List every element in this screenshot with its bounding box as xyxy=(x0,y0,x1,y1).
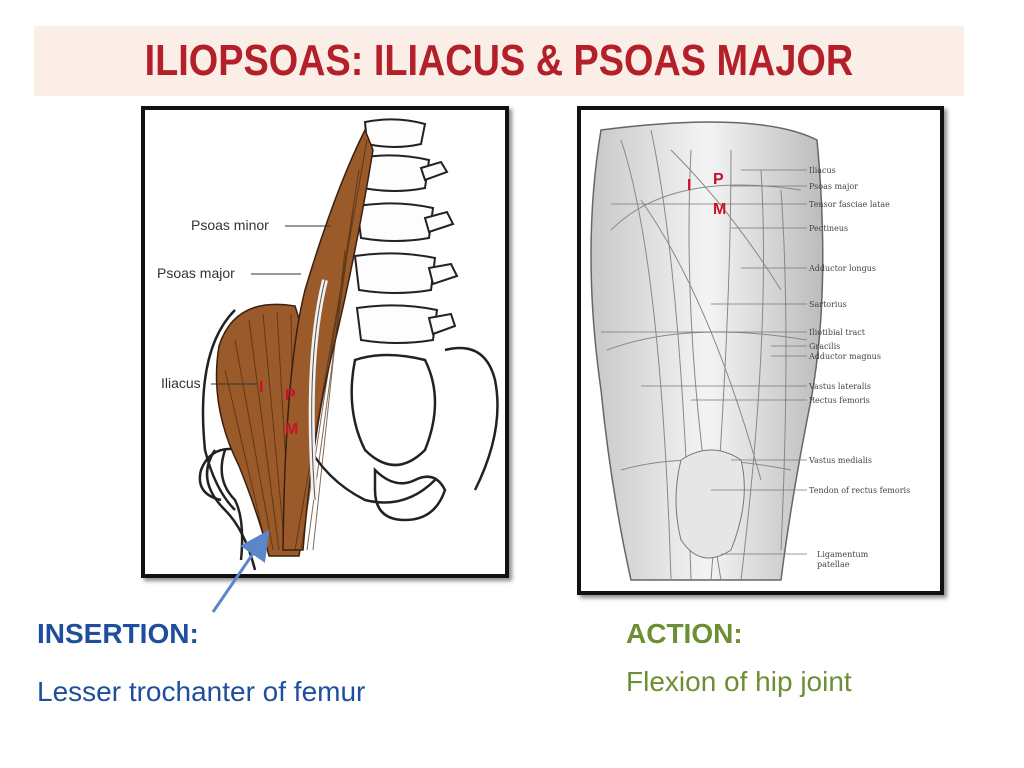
mark-m: M xyxy=(285,421,298,438)
label-psoas-minor: Psoas minor xyxy=(191,217,331,233)
lumbar-vertebrae xyxy=(353,118,459,344)
label-vastus-lateralis: Vastus lateralis xyxy=(808,382,871,391)
thigh-muscle-drawing xyxy=(590,121,824,581)
label-rectus-femoris: Rectus femoris xyxy=(809,396,870,405)
label-gracilis: Gracilis xyxy=(809,342,840,351)
svg-text:Psoas major: Psoas major xyxy=(157,265,235,281)
label-vastus-medialis: Vastus medialis xyxy=(808,456,872,465)
insertion-arrow xyxy=(211,530,270,613)
label-psoas-major: Psoas major xyxy=(809,182,858,191)
title-bar: ILIOPSOAS: ILIACUS & PSOAS MAJOR xyxy=(34,26,964,96)
pelvis-illustration: Psoas minor Psoas major Iliacus I P M xyxy=(157,118,499,571)
mark-p: P xyxy=(285,387,296,404)
slide-title: ILIOPSOAS: ILIACUS & PSOAS MAJOR xyxy=(144,36,854,85)
label-iliacus: Iliacus xyxy=(161,375,257,391)
action-text: Flexion of hip joint xyxy=(626,666,852,697)
mark-i: I xyxy=(687,177,691,194)
figure-iliopsoas-pelvis: Psoas minor Psoas major Iliacus I P M xyxy=(141,106,509,578)
leader-lines xyxy=(601,169,807,555)
label-sartorius: Sartorius xyxy=(809,300,847,309)
mark-i: I xyxy=(259,379,263,396)
svg-text:Psoas minor: Psoas minor xyxy=(191,217,269,233)
insertion-heading: INSERTION: xyxy=(37,618,199,649)
mark-m: M xyxy=(713,201,726,218)
insertion-text: Lesser trochanter of femur xyxy=(37,676,366,707)
label-tensor-fasciae-latae: Tensor fasciae latae xyxy=(809,200,890,209)
label-pectineus: Pectineus xyxy=(809,224,848,233)
muscle-labels: Iliacus Psoas major Tensor fasciae latae… xyxy=(808,166,910,569)
figure-thigh-muscles: Iliacus Psoas major Tensor fasciae latae… xyxy=(577,106,944,595)
label-psoas-major: Psoas major xyxy=(157,265,301,281)
action-heading: ACTION: xyxy=(626,618,743,649)
label-adductor-longus: Adductor longus xyxy=(808,264,876,273)
psoas-major-muscle xyxy=(282,128,374,551)
svg-text:Iliacus: Iliacus xyxy=(161,375,201,391)
label-iliotibial-tract: Iliotibial tract xyxy=(809,328,866,337)
thigh-illustration: Iliacus Psoas major Tensor fasciae latae… xyxy=(590,121,910,581)
label-ligamentum: Ligamentum xyxy=(817,550,869,559)
mark-p: P xyxy=(713,171,724,188)
label-tendon-rectus-femoris: Tendon of rectus femoris xyxy=(809,486,910,495)
label-patellae: patellae xyxy=(817,560,850,569)
label-adductor-magnus: Adductor magnus xyxy=(808,352,881,361)
label-iliacus: Iliacus xyxy=(809,166,836,175)
pelvis-bone xyxy=(198,309,499,571)
